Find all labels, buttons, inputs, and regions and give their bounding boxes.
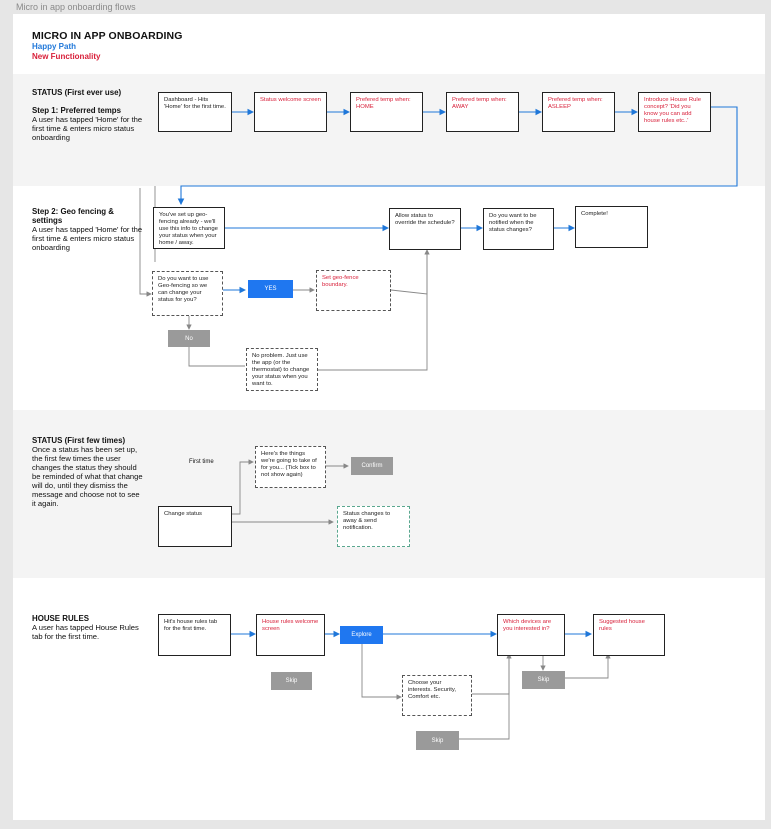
- node-house-rule-concept[interactable]: Introduce House Rule concept? 'Did you k…: [638, 92, 711, 132]
- page-title: MICRO IN APP ONBOARDING: [32, 30, 183, 42]
- node-suggested-house-rules[interactable]: Suggested house rules: [593, 614, 665, 656]
- legend-new-functionality: New Functionality: [32, 52, 101, 61]
- section-status-first-title: STATUS (First ever use): [32, 88, 122, 97]
- node-override-schedule[interactable]: Allow status to override the schedule?: [389, 208, 461, 250]
- node-house-rules-welcome[interactable]: House rules welcome screen: [256, 614, 325, 656]
- section-house-rules-title: HOUSE RULES: [32, 614, 89, 623]
- node-geofence-setup[interactable]: You've set up geo-fencing already - we'l…: [153, 207, 225, 249]
- diagram-board: MICRO IN APP ONBOARDING Happy Path New F…: [13, 14, 765, 820]
- node-no-problem[interactable]: No problem. Just use the app (or the the…: [246, 348, 318, 391]
- node-use-geofencing[interactable]: Do you want to use Geo-fencing so we can…: [152, 271, 223, 316]
- step1-title: Step 1: Preferred temps: [32, 106, 122, 115]
- node-things-to-take-care[interactable]: Here's the things we're going to take of…: [255, 446, 326, 488]
- node-temp-away[interactable]: Prefered temp when: AWAY: [446, 92, 519, 132]
- step1-description: Step 1: Preferred temps A user has tappe…: [32, 106, 144, 142]
- confirm-button[interactable]: Confirm: [351, 457, 393, 475]
- node-notify-status[interactable]: Do you want to be notified when the stat…: [483, 208, 554, 250]
- legend-happy-path: Happy Path: [32, 42, 77, 51]
- node-which-devices[interactable]: Which devices are you interested in?: [497, 614, 565, 656]
- section-house-rules-desc: A user has tapped House Rules tab for th…: [32, 623, 139, 641]
- section-geofence-desc: A user has tapped 'Home' for the first t…: [32, 225, 143, 252]
- section-house-rules: HOUSE RULES A user has tapped House Rule…: [32, 614, 144, 641]
- node-status-changes-away[interactable]: Status changes to away & send notificati…: [337, 506, 410, 547]
- node-dashboard[interactable]: Dashboard - Hits 'Home' for the first ti…: [158, 92, 232, 132]
- node-hits-house-rules-tab[interactable]: Hit's house rules tab for the first time…: [158, 614, 231, 656]
- section-status-first: STATUS (First ever use): [32, 88, 144, 97]
- node-temp-home[interactable]: Prefered temp when: HOME: [350, 92, 423, 132]
- yes-button[interactable]: YES: [248, 280, 293, 298]
- step1-desc: A user has tapped 'Home' for the first t…: [32, 115, 143, 142]
- header-band: [13, 14, 765, 74]
- status-few-band: [13, 410, 765, 578]
- section-geofence: Step 2: Geo fencing & settings A user ha…: [32, 207, 144, 252]
- node-change-status[interactable]: Change status: [158, 506, 232, 547]
- no-button[interactable]: No: [168, 330, 210, 347]
- node-choose-interests[interactable]: Choose your interests. Security, Comfort…: [402, 675, 472, 716]
- section-status-few-title: STATUS (First few times): [32, 436, 126, 445]
- node-complete[interactable]: Complete!: [575, 206, 648, 248]
- skip-button-welcome[interactable]: Skip: [271, 672, 312, 690]
- node-status-welcome[interactable]: Status welcome screen: [254, 92, 327, 132]
- skip-button-devices[interactable]: Skip: [522, 671, 565, 689]
- node-set-geofence-boundary[interactable]: Set geo-fence boundary.: [316, 270, 391, 311]
- node-temp-asleep[interactable]: Prefered temp when: ASLEEP: [542, 92, 615, 132]
- section-status-few-desc: Once a status has been set up, the first…: [32, 445, 143, 508]
- explore-button[interactable]: Explore: [340, 626, 383, 644]
- label-first-time: First time: [189, 459, 214, 465]
- page-tab-label[interactable]: Micro in app onboarding flows: [16, 2, 136, 12]
- section-geofence-title: Step 2: Geo fencing & settings: [32, 207, 114, 225]
- section-status-few: STATUS (First few times) Once a status h…: [32, 436, 144, 508]
- skip-button-interests[interactable]: Skip: [416, 731, 459, 750]
